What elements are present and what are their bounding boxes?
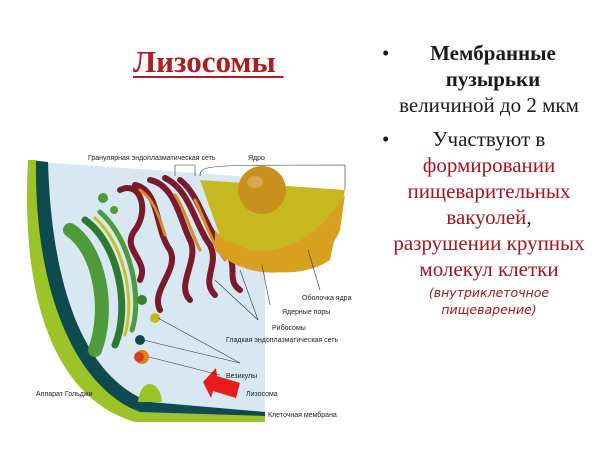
slide-title: Лизосомы bbox=[133, 44, 284, 79]
cell-diagram: Гранулярная эндоплазматическая сеть Ядро… bbox=[0, 150, 370, 440]
bullet-item-function: • Участвуют в формировании пищеварительн… bbox=[378, 126, 600, 318]
bullet-item-size: • Мембранные пузырьки величиной до 2 мкм bbox=[378, 40, 600, 118]
label-granular-er: Гранулярная эндоплазматическая сеть bbox=[88, 155, 216, 162]
label-nucleus: Ядро bbox=[248, 155, 265, 162]
label-vesicles: Везикулы bbox=[226, 373, 258, 380]
bullet-list: • Мембранные пузырьки величиной до 2 мкм… bbox=[378, 40, 600, 326]
label-ribosomes: Рибосомы bbox=[272, 325, 306, 332]
bullet-comma: , bbox=[526, 205, 532, 229]
label-cell-membrane: Клеточная мембрана bbox=[268, 412, 337, 419]
bullet-note: (внутриклеточное пищеварение) bbox=[428, 285, 550, 317]
bullet-red-text-destruction: разрушении крупных молекул клетки bbox=[393, 231, 585, 281]
bullet-red-text-formation: формировании пищеварительных вакуолей bbox=[407, 153, 571, 229]
label-smooth-er: Гладкая эндоплазматическая сеть bbox=[226, 337, 339, 344]
bullet-dot-icon: • bbox=[382, 41, 390, 65]
bullet-bold-text: Мембранные пузырьки bbox=[430, 41, 556, 91]
label-lysosome: Лизосома bbox=[246, 391, 278, 398]
bullet-text: Участвуют в bbox=[432, 127, 546, 151]
label-nuclear-pores: Ядерные поры bbox=[282, 309, 331, 316]
label-nuclear-envelope: Оболочка ядра bbox=[302, 295, 352, 302]
bullet-dot-icon: • bbox=[382, 127, 390, 151]
bullet-text: величиной до 2 мкм bbox=[399, 93, 579, 117]
cell-illustration bbox=[26, 160, 346, 422]
label-golgi: Аппарат Гольджи bbox=[36, 391, 93, 398]
